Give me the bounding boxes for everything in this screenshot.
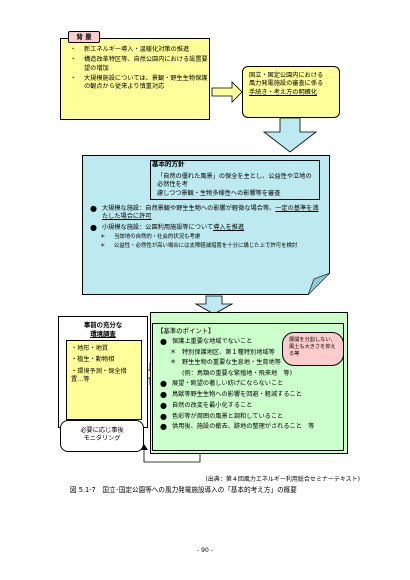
policy-line: 手続き・考え方の明確化 [249, 88, 318, 96]
policy-box: 国立・国定公園内における 風力発電施設の審査に係る 手続き・考え方の明確化 [242, 66, 340, 118]
preliminary-title-line: 環境調査 [90, 330, 116, 338]
policy-sub-text: 公益性・必然性が高い場合には支障軽減措置を十分に講じた上で許可を検討 [114, 243, 298, 250]
criteria-item-text: 保護上重要な地域でないこと [172, 338, 253, 345]
feedback-line [143, 446, 201, 463]
policy-sub-item: ＊ 公益性・必然性が高い場合には支障軽減措置を十分に講じた上で許可を検討 [90, 243, 320, 250]
criteria-item: ● 保護上重要な地域でないこと [160, 337, 342, 346]
survey-item: ・地形・地質 [71, 345, 109, 352]
background-item: ・大規模施設については、景観・野生生物保護の観点から従来より慎重対応 [70, 75, 208, 92]
bullet-circle-icon: ● [160, 422, 167, 432]
small-facility-text: 小規模な施設：公園利用施設等について [102, 223, 214, 231]
bullet-circle-icon: ● [160, 378, 167, 388]
basic-policy-line: 「自然の優れた風景」の保全を主とし、公益性や立地の必然性を考 [157, 173, 312, 189]
bullet-circle-icon: ● [160, 337, 167, 346]
policy-line: 国立・国定公園内における [249, 72, 324, 79]
background-box [60, 38, 210, 120]
monitoring-line: モニタリング [83, 435, 121, 443]
source-note: (出典：第４回風力エネルギー利用総合セミナーテキスト) [205, 476, 360, 483]
criteria-item-text: 供用後、施設の撤去、跡地の整理がされること 等 [172, 423, 315, 431]
basic-policy-list: ● 大規模な施設：自然景観や野生生物への影響が軽微な場合等、一定の基準を満たした… [90, 204, 320, 253]
asterisk-icon: ＊ [170, 359, 177, 367]
background-item-text: 構造改革特区等、自然公園内における設置要望の増加 [84, 56, 208, 72]
criteria-sub-item: ＊ 野生生物の重要な生息地・生育地等 [160, 359, 342, 367]
criteria-item: ● 供用後、施設の撤去、跡地の整理がされること 等 [160, 422, 342, 432]
bullet-circle-icon: ● [160, 389, 167, 399]
basic-policy-title: 基本的方針 [152, 160, 185, 168]
policy-line: 風力発電施設の審査に係る [249, 80, 324, 88]
bullet-circle-icon: ● [90, 204, 97, 213]
background-tag: 背 景 [68, 31, 100, 43]
monitoring-line: 必要に応じ事後 [80, 427, 124, 434]
background-item-text: 新エネルギー導入・温暖化対策の推進 [84, 46, 190, 53]
page-number: - 90 - [197, 547, 213, 554]
survey-item: ・環境予測・保全措置…等 [71, 367, 127, 384]
criteria-sub-text: 野生生物の重要な生息地・生育地等 [182, 359, 281, 367]
background-item: ・新エネルギー導入・温暖化対策の推進 [70, 46, 208, 54]
asterisk-icon: ＊ [100, 243, 106, 250]
criteria-item: ● 展望・眺望の著しい妨げにならないこと [160, 378, 342, 388]
criteria-item-text: 展望・眺望の著しい妨げにならないこと [172, 379, 284, 387]
criteria-sub-text: (例：鳥類の重要な繁殖地・飛来地 等) [182, 369, 293, 377]
survey-item: ・植生・動物相 [71, 356, 115, 364]
criteria-item-text: 鳥獣等野生生物への影響を回避・軽減すること [172, 390, 302, 398]
bullet-circle-icon: ● [160, 400, 167, 410]
criteria-sub-item: ＊ 特別保護地区、第１種特別地域等 [160, 349, 342, 357]
preliminary-title-line: 事前の充分な [83, 321, 123, 329]
criteria-inner-frame [152, 323, 344, 451]
criteria-item: ● 鳥獣等野生生物への影響を回避・軽減すること [160, 389, 342, 399]
arrow-down-large [262, 117, 318, 153]
arrow-right [211, 81, 243, 103]
figure-caption: 図 5.1-7 国立･国定公園等への風力発電施設導入の「基本的考え方」の概要 [70, 486, 297, 494]
criteria-item: ● 色彩等が周囲の風景と調和していること [160, 411, 342, 421]
preliminary-survey-title: 事前の充分な 環境調査 [68, 320, 138, 338]
policy-large-item: ● 大規模な施設：自然景観や野生生物への影響が軽微な場合等、一定の基準を満たした… [90, 204, 320, 222]
bullet-dot: ・ [70, 46, 77, 53]
monitoring-box: 必要に応じ事後 モニタリング [60, 420, 144, 452]
small-facility-promote: 導入を推進 [213, 223, 245, 231]
basic-policy-line: 慮しつつ景観・生物多様性への影響等を審査 [157, 189, 281, 197]
basic-policy-inner: 「自然の優れた風景」の保全を主とし、公益性や立地の必然性を考 慮しつつ景観・生物… [150, 160, 320, 200]
asterisk-icon: ＊ [170, 348, 177, 356]
callout-note: 展開を分割しない、風土も大きさを抑える等 [282, 332, 344, 366]
background-item-text: 大規模施設については、景観・野生生物保護の観点から従来より慎重対応 [84, 75, 208, 91]
preliminary-survey-box: ・地形・地質 ・植生・動物相 ・環境予測・保全措置…等 [66, 340, 142, 420]
background-item: ・構造改革特区等、自然公園内における設置要望の増加 [70, 56, 208, 73]
bullet-circle-icon: ● [160, 411, 167, 421]
criteria-sub-item: (例：鳥類の重要な繁殖地・飛来地 等) [160, 370, 342, 378]
page-fold-icon [308, 273, 330, 295]
large-facility-text: 大規模な施設：自然景観や野生生物への影響が軽微な場合等、 [102, 205, 276, 212]
criteria-sub-text: 特別保護地区、第１種特別地域等 [182, 348, 275, 356]
criteria-item: ● 自然の改変を最小化すること [160, 400, 342, 410]
policy-sub-item: ＊ 当該地の自然的・社会的状況も考慮 [90, 234, 320, 241]
background-list: ・新エネルギー導入・温暖化対策の推進 ・構造改革特区等、自然公園内における設置要… [70, 46, 208, 94]
bullet-dot: ・ [70, 56, 77, 64]
bullet-circle-icon: ● [90, 222, 97, 232]
criteria-item-text: 自然の改変を最小化すること [172, 401, 253, 409]
asterisk-icon: ＊ [100, 234, 106, 241]
arrow-down-small [194, 295, 234, 315]
policy-small-item: ● 小規模な施設：公園利用施設等について導入を推進 [90, 222, 320, 232]
bullet-dot: ・ [70, 75, 77, 83]
large-facility-criteria: 一定の基準を満たした場合に許可 [102, 205, 319, 221]
policy-sub-text: 当該地の自然的・社会的状況も考慮 [114, 234, 201, 241]
criteria-title: 【基準のポイント】 [157, 327, 215, 335]
criteria-list: ● 保護上重要な地域でないこと ＊ 特別保護地区、第１種特別地域等 ＊ 野生生物の重要… [160, 337, 342, 434]
criteria-item-text: 色彩等が周囲の風景と調和していること [172, 412, 284, 420]
